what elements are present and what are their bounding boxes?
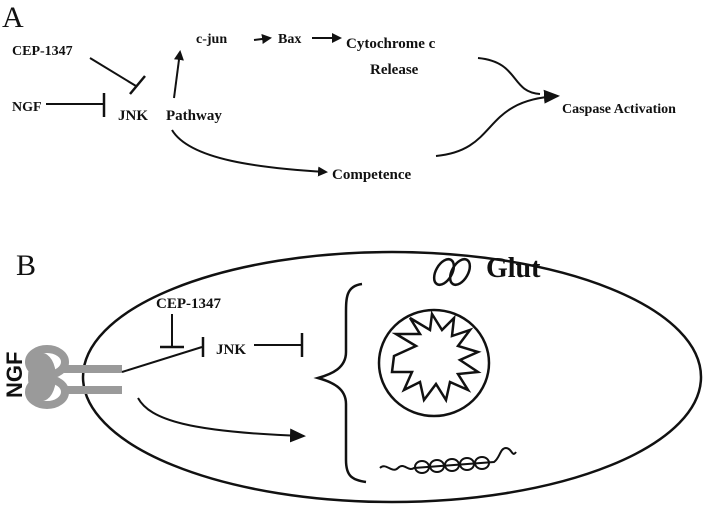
protein-chain: [379, 446, 517, 474]
c-jun-label: c-jun: [196, 32, 227, 47]
glut-label: Glut: [486, 253, 541, 284]
bead-1: [414, 460, 430, 474]
curve-competence-to-caspase: [435, 89, 560, 157]
caspase-activation-label: Caspase Activation: [562, 102, 676, 117]
arrow-to-competence: [171, 129, 328, 177]
mitochondrion: [377, 308, 491, 418]
cep-inhibit-bar-a: [129, 75, 146, 95]
panel-a: A CEP-1347 NGF JNK Pathway c-jun Bax Cyt…: [2, 1, 676, 183]
ngf-receptor: [25, 345, 122, 409]
receptor-stalk-bottom: [64, 386, 122, 394]
arrow-to-bax: [253, 34, 272, 44]
panel-b: B Glut NGF CEP-1347 JNK: [2, 249, 703, 504]
cep-1347-label-a: CEP-1347: [12, 44, 73, 59]
activation-arrow-b: [137, 397, 306, 443]
bead-5: [474, 456, 490, 470]
cytochrome-c-label: Cytochrome c: [346, 36, 436, 52]
protein-chain-line: [379, 446, 517, 471]
receptor-stalk-top: [64, 365, 122, 373]
jnk-label-a: JNK: [118, 108, 148, 124]
cell-membrane: [81, 250, 703, 504]
mitochondrion-cristae: [390, 310, 482, 404]
release-label: Release: [370, 62, 419, 78]
pathway-label: Pathway: [166, 108, 222, 124]
arrow-to-c-jun: [173, 50, 184, 99]
curly-bracket: [313, 282, 367, 484]
bead-2: [429, 459, 445, 473]
mitochondrion-outer: [377, 308, 491, 418]
cep-inhibit-line-a: [89, 57, 137, 87]
panel-a-letter: A: [2, 1, 24, 34]
panel-b-letter: B: [16, 249, 36, 282]
bead-4: [459, 457, 475, 471]
curve-release-to-caspase: [477, 57, 541, 95]
cep-1347-label-b: CEP-1347: [156, 296, 221, 312]
glut-transporter-right: [448, 257, 472, 287]
ngf-ligand: [28, 353, 56, 401]
signal-line-to-jnk: [121, 346, 203, 373]
ngf-label-a: NGF: [12, 100, 42, 115]
ngf-label-b: NGF: [2, 352, 27, 398]
jnk-label-b: JNK: [216, 342, 246, 358]
bead-3: [444, 458, 460, 472]
bax-label: Bax: [278, 32, 301, 47]
competence-label: Competence: [332, 167, 411, 183]
